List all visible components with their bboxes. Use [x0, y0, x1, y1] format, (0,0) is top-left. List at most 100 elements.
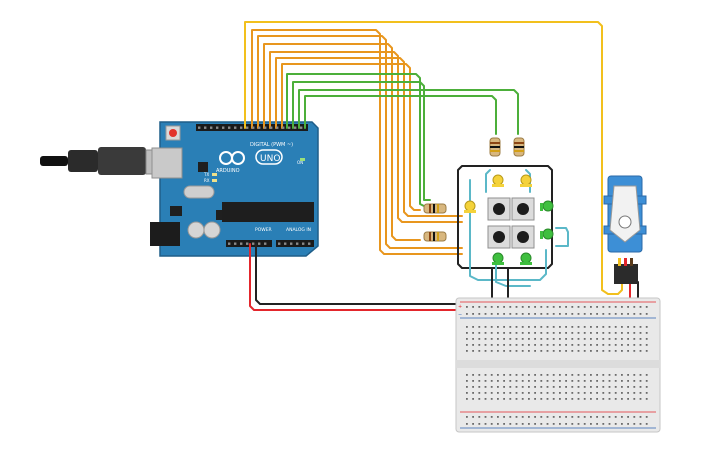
terminal-hole[interactable] [546, 398, 549, 400]
rail-hole[interactable] [472, 306, 474, 308]
terminal-hole[interactable] [565, 338, 567, 340]
terminal-hole[interactable] [534, 386, 536, 388]
terminal-hole[interactable] [540, 332, 543, 334]
terminal-hole[interactable] [627, 326, 629, 328]
terminal-hole[interactable] [552, 386, 555, 388]
terminal-hole[interactable] [602, 392, 605, 394]
terminal-hole[interactable] [590, 338, 592, 340]
rail-hole[interactable] [490, 313, 493, 315]
rail-hole[interactable] [583, 313, 586, 315]
terminal-hole[interactable] [466, 332, 468, 334]
terminal-hole[interactable] [521, 326, 524, 328]
terminal-hole[interactable] [528, 344, 530, 346]
rail-hole[interactable] [552, 306, 555, 308]
terminal-hole[interactable] [484, 338, 487, 340]
terminal-hole[interactable] [621, 338, 623, 340]
terminal-hole[interactable] [645, 350, 648, 352]
terminal-hole[interactable] [621, 392, 623, 394]
terminal-hole[interactable] [608, 374, 611, 376]
terminal-hole[interactable] [645, 338, 648, 340]
terminal-hole[interactable] [528, 350, 530, 352]
terminal-hole[interactable] [478, 344, 481, 346]
terminal-hole[interactable] [503, 326, 505, 328]
terminal-hole[interactable] [515, 380, 518, 382]
terminal-hole[interactable] [534, 398, 536, 400]
terminal-hole[interactable] [478, 332, 481, 334]
terminal-hole[interactable] [534, 344, 536, 346]
terminal-hole[interactable] [540, 338, 543, 340]
rail-hole[interactable] [590, 416, 592, 418]
terminal-hole[interactable] [466, 380, 468, 382]
terminal-hole[interactable] [633, 380, 636, 382]
rail-hole[interactable] [521, 313, 524, 315]
terminal-hole[interactable] [497, 380, 499, 382]
rail-hole[interactable] [509, 423, 512, 425]
rail-hole[interactable] [590, 313, 592, 315]
terminal-hole[interactable] [571, 350, 574, 352]
rail-hole[interactable] [528, 423, 530, 425]
terminal-hole[interactable] [639, 380, 642, 382]
terminal-hole[interactable] [614, 350, 617, 352]
rail-hole[interactable] [559, 416, 561, 418]
terminal-hole[interactable] [521, 350, 524, 352]
terminal-hole[interactable] [497, 338, 499, 340]
terminal-hole[interactable] [627, 392, 629, 394]
terminal-hole[interactable] [577, 344, 580, 346]
terminal-hole[interactable] [571, 392, 574, 394]
terminal-hole[interactable] [484, 332, 487, 334]
terminal-hole[interactable] [583, 332, 586, 334]
header-pin[interactable] [222, 126, 225, 129]
rail-hole[interactable] [546, 313, 549, 315]
rail-hole[interactable] [540, 416, 543, 418]
terminal-hole[interactable] [472, 380, 474, 382]
rail-hole[interactable] [484, 423, 487, 425]
terminal-hole[interactable] [596, 374, 598, 376]
terminal-hole[interactable] [645, 386, 648, 388]
rail-hole[interactable] [608, 416, 611, 418]
header-pin[interactable] [234, 126, 237, 129]
terminal-hole[interactable] [633, 344, 636, 346]
terminal-hole[interactable] [503, 350, 505, 352]
terminal-hole[interactable] [509, 344, 512, 346]
terminal-hole[interactable] [602, 398, 605, 400]
rail-hole[interactable] [552, 416, 555, 418]
terminal-hole[interactable] [621, 332, 623, 334]
terminal-hole[interactable] [590, 374, 592, 376]
terminal-hole[interactable] [571, 326, 574, 328]
terminal-hole[interactable] [602, 344, 605, 346]
terminal-hole[interactable] [577, 350, 580, 352]
terminal-hole[interactable] [565, 398, 567, 400]
terminal-hole[interactable] [602, 386, 605, 388]
rail-hole[interactable] [614, 306, 617, 308]
terminal-hole[interactable] [639, 326, 642, 328]
terminal-hole[interactable] [621, 398, 623, 400]
rail-hole[interactable] [534, 416, 536, 418]
terminal-hole[interactable] [528, 386, 530, 388]
terminal-hole[interactable] [466, 326, 468, 328]
terminal-hole[interactable] [515, 386, 518, 388]
rail-hole[interactable] [577, 306, 580, 308]
rail-hole[interactable] [528, 306, 530, 308]
terminal-hole[interactable] [596, 332, 598, 334]
terminal-hole[interactable] [596, 392, 598, 394]
rail-hole[interactable] [577, 423, 580, 425]
terminal-hole[interactable] [490, 332, 493, 334]
rail-hole[interactable] [534, 313, 536, 315]
terminal-hole[interactable] [515, 344, 518, 346]
terminal-hole[interactable] [503, 386, 505, 388]
terminal-hole[interactable] [497, 332, 499, 334]
terminal-hole[interactable] [559, 326, 561, 328]
terminal-hole[interactable] [621, 350, 623, 352]
terminal-hole[interactable] [596, 386, 598, 388]
rail-hole[interactable] [515, 423, 518, 425]
terminal-hole[interactable] [590, 326, 592, 328]
terminal-hole[interactable] [571, 344, 574, 346]
terminal-hole[interactable] [478, 350, 481, 352]
terminal-hole[interactable] [602, 326, 605, 328]
rail-hole[interactable] [577, 416, 580, 418]
rail-hole[interactable] [621, 313, 623, 315]
terminal-hole[interactable] [559, 398, 561, 400]
header-pin[interactable] [240, 126, 243, 129]
header-pin[interactable] [270, 126, 273, 129]
rail-hole[interactable] [571, 416, 574, 418]
